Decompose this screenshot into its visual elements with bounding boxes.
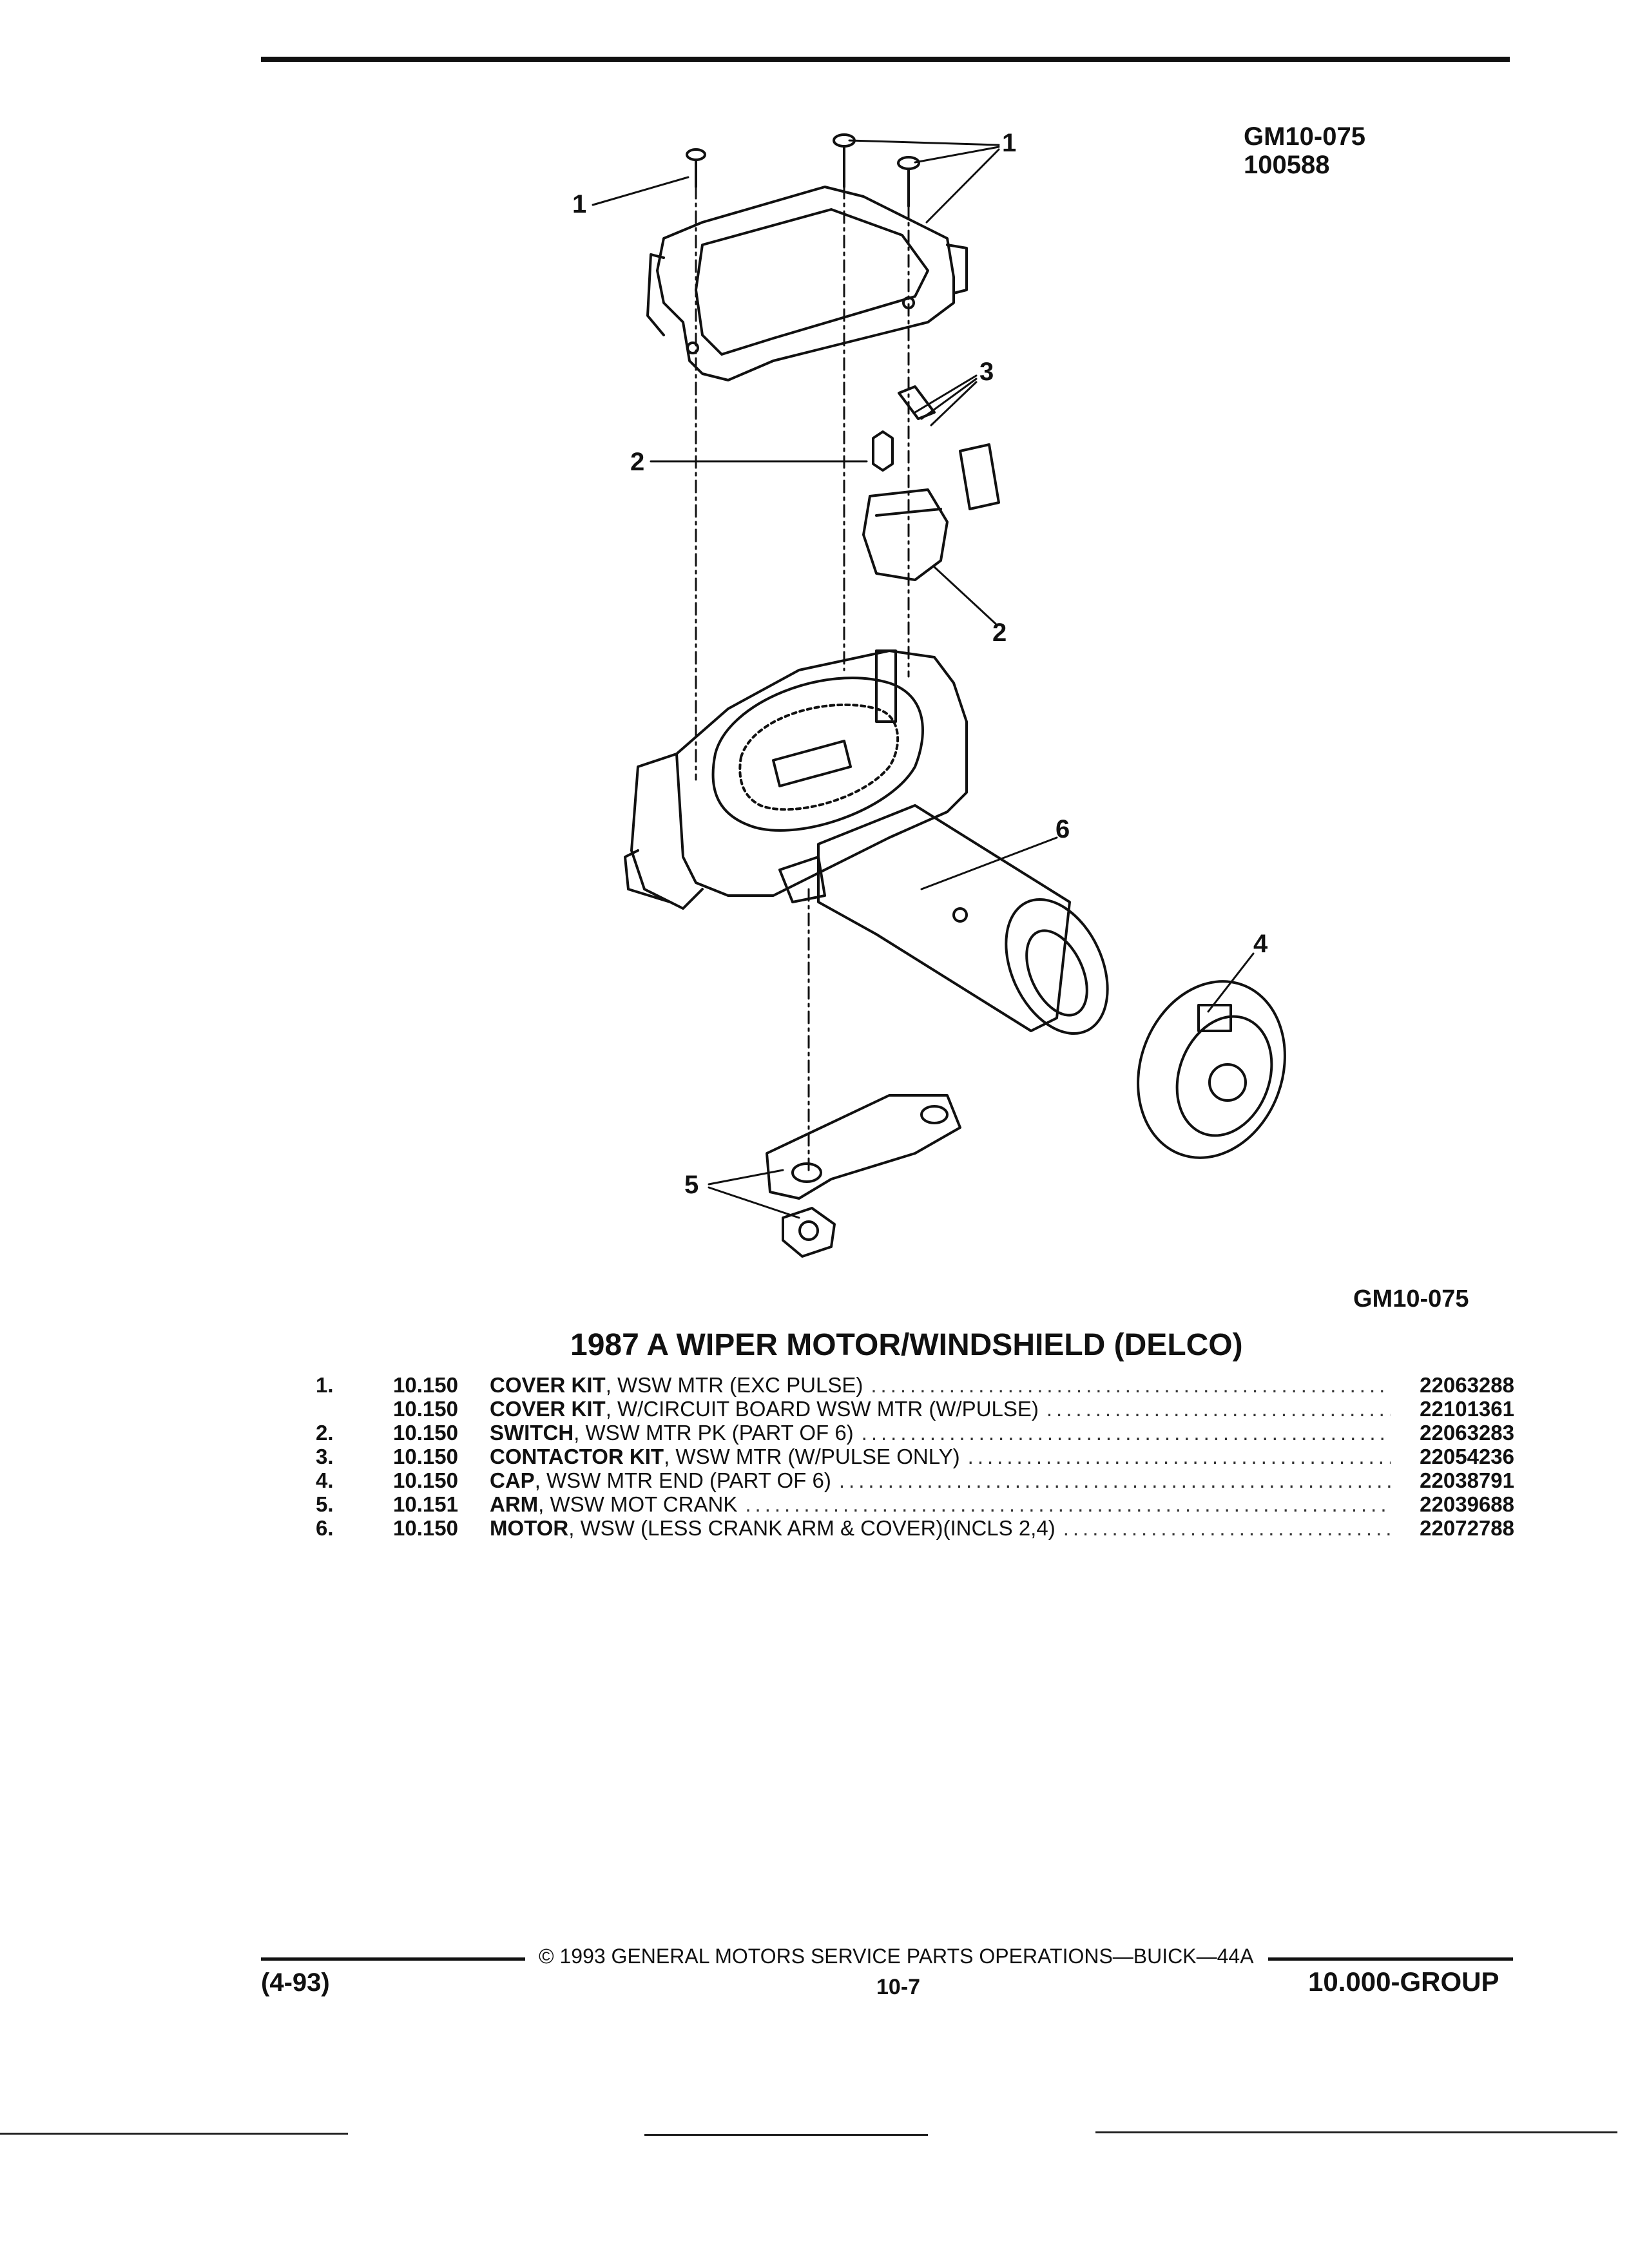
callout-5: 5	[684, 1171, 699, 1199]
end-cap	[1137, 980, 1286, 1159]
part-spec: , WSW MTR PK (PART OF 6)	[574, 1421, 854, 1445]
wiper-motor-cover	[646, 186, 968, 381]
part-number: 22039688	[1420, 1492, 1514, 1516]
parts-row: 1. 10.150 COVER KIT, WSW MTR (EXC PULSE)..…	[316, 1374, 1514, 1398]
switch	[862, 430, 949, 581]
part-name: CONTACTOR KIT	[490, 1445, 664, 1468]
leader-dots: ........................................…	[745, 1493, 1391, 1516]
leader-dots: ........................................…	[861, 1421, 1391, 1445]
part-group: 10.150	[393, 1397, 458, 1421]
part-spec: , W/CIRCUIT BOARD WSW MTR (W/PULSE)	[605, 1398, 1039, 1421]
figure-number: 100588	[1244, 151, 1330, 179]
part-number: 22063288	[1420, 1373, 1514, 1397]
part-spec: , WSW (LESS CRANK ARM & COVER)(INCLS 2,4…	[568, 1517, 1055, 1540]
part-number: 22063283	[1420, 1421, 1514, 1445]
callout-1b: 1	[1002, 129, 1016, 157]
part-name: ARM	[490, 1493, 539, 1516]
part-callout: 4.	[316, 1468, 334, 1492]
part-callout: 6.	[316, 1516, 334, 1540]
footer-rule-left	[261, 1957, 525, 1961]
callout-1a: 1	[572, 190, 586, 218]
leader-dots: ........................................…	[838, 1469, 1391, 1492]
figure-code: GM10-075	[1244, 122, 1365, 151]
parts-row: 6. 10.150 MOTOR, WSW (LESS CRANK ARM & COV…	[316, 1517, 1514, 1541]
part-description: SWITCH, WSW MTR PK (PART OF 6)..........…	[490, 1421, 1398, 1445]
parts-row: 2. 10.150 SWITCH, WSW MTR PK (PART OF 6)..…	[316, 1421, 1514, 1445]
leader-dots: ........................................…	[871, 1374, 1391, 1397]
part-name: MOTOR	[490, 1517, 569, 1540]
part-number: 22101361	[1420, 1397, 1514, 1421]
part-description: MOTOR, WSW (LESS CRANK ARM & COVER)(INCL…	[490, 1517, 1398, 1540]
leader-dots: ........................................…	[967, 1445, 1391, 1468]
part-description: CAP, WSW MTR END (PART OF 6)............…	[490, 1469, 1398, 1492]
part-spec: , WSW MTR (EXC PULSE)	[605, 1374, 863, 1397]
part-number: 22038791	[1420, 1468, 1514, 1492]
contactor-kit	[898, 385, 1000, 510]
part-callout: 2.	[316, 1421, 334, 1445]
cover-screws	[686, 133, 920, 207]
parts-row: 3. 10.150 CONTACTOR KIT, WSW MTR (W/PULSE …	[316, 1445, 1514, 1469]
scan-artifact-line	[0, 2133, 348, 2135]
parts-list-title: 1987 A WIPER MOTOR/WINDSHIELD (DELCO)	[570, 1328, 1243, 1362]
part-callout: 1.	[316, 1373, 334, 1397]
part-name: COVER KIT	[490, 1398, 606, 1421]
part-name: COVER KIT	[490, 1374, 606, 1397]
part-callout: 5.	[316, 1492, 334, 1516]
gearbox-housing	[624, 649, 968, 910]
part-spec: , WSW MTR (W/PULSE ONLY)	[664, 1445, 960, 1468]
part-name: SWITCH	[490, 1421, 574, 1445]
part-description: ARM, WSW MOT CRANK......................…	[490, 1493, 1398, 1516]
callout-leaders	[592, 139, 1255, 1219]
crank-nut	[782, 1207, 836, 1258]
part-spec: , WSW MTR END (PART OF 6)	[534, 1469, 831, 1492]
figure-caption-code: GM10-075	[1353, 1285, 1469, 1312]
footer-copyright: © 1993 GENERAL MOTORS SERVICE PARTS OPER…	[539, 1945, 1254, 1968]
callout-3: 3	[979, 358, 994, 386]
part-number: 22054236	[1420, 1445, 1514, 1468]
part-group: 10.150	[393, 1421, 458, 1445]
figure-code-block: GM10-075 100588	[1244, 122, 1365, 179]
part-group: 10.150	[393, 1516, 458, 1540]
scan-artifact-line	[644, 2134, 928, 2136]
footer-date: (4-93)	[261, 1968, 330, 1997]
part-group: 10.150	[393, 1468, 458, 1492]
parts-row: 5. 10.151 ARM, WSW MOT CRANK..............…	[316, 1493, 1514, 1517]
part-number: 22072788	[1420, 1516, 1514, 1540]
top-rule	[261, 57, 1510, 62]
footer-page-number: 10-7	[876, 1975, 921, 1999]
parts-row: 10.150 COVER KIT, W/CIRCUIT BOARD WSW MTR…	[316, 1398, 1514, 1421]
leader-dots: ........................................…	[1046, 1398, 1391, 1421]
part-description: CONTACTOR KIT, WSW MTR (W/PULSE ONLY)...…	[490, 1445, 1398, 1468]
footer-group: 10.000-GROUP	[1308, 1966, 1499, 1997]
scan-artifact-line	[1095, 2131, 1617, 2133]
part-description: COVER KIT, WSW MTR (EXC PULSE)..........…	[490, 1374, 1398, 1397]
part-group: 10.151	[393, 1492, 458, 1516]
part-name: CAP	[490, 1469, 535, 1492]
motor	[778, 804, 1109, 1035]
callout-numbers: 1 1 2 3 2 6 4 5	[572, 129, 1268, 1199]
callout-4: 4	[1253, 930, 1268, 958]
part-callout: 3.	[316, 1445, 334, 1468]
part-spec: , WSW MOT CRANK	[538, 1493, 738, 1516]
part-group: 10.150	[393, 1373, 458, 1397]
callout-2b: 2	[992, 619, 1007, 647]
crank-arm	[766, 1094, 961, 1200]
part-description: COVER KIT, W/CIRCUIT BOARD WSW MTR (W/PU…	[490, 1398, 1398, 1421]
callout-2a: 2	[630, 448, 644, 476]
part-group: 10.150	[393, 1445, 458, 1468]
callout-6: 6	[1055, 815, 1070, 843]
parts-row: 4. 10.150 CAP, WSW MTR END (PART OF 6)....…	[316, 1469, 1514, 1493]
leader-dots: ........................................…	[1063, 1517, 1391, 1540]
footer-rule-right	[1268, 1957, 1513, 1961]
